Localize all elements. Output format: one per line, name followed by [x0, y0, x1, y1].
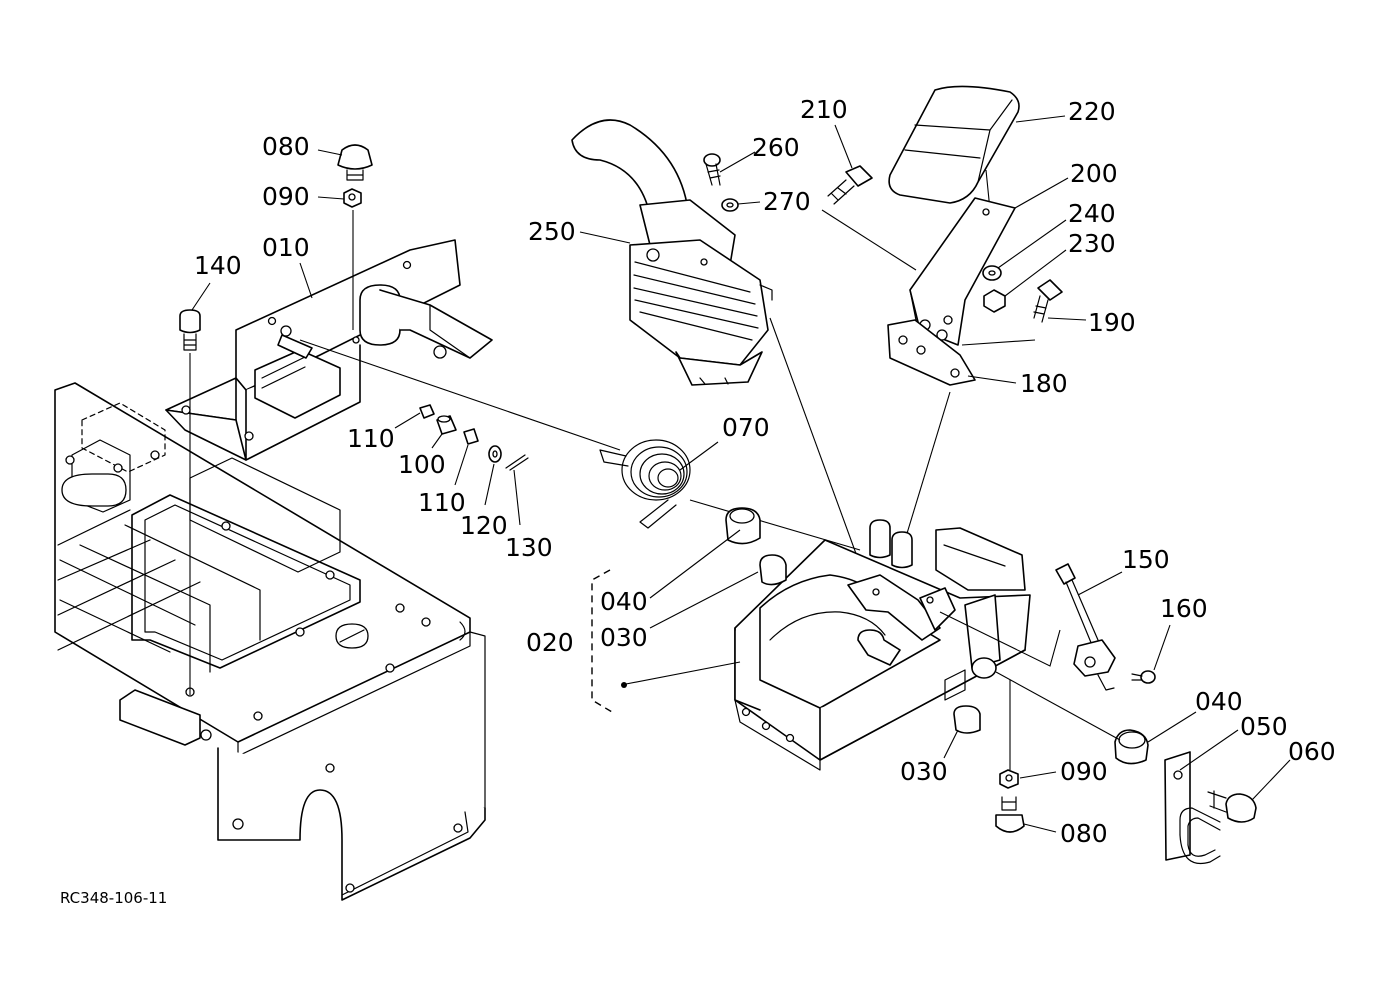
callout-010: 010 [262, 233, 310, 262]
joystick-250 [571, 119, 773, 386]
callout-240: 240 [1068, 199, 1116, 228]
callout-labels: 080 090 010 140 110 100 110 120 130 070 … [194, 95, 1336, 848]
washer-240 [982, 265, 1002, 281]
bolt-260 [703, 153, 721, 186]
bolt-140 [179, 309, 201, 351]
callout-150: 150 [1122, 545, 1170, 574]
callout-080-top: 080 [262, 132, 310, 161]
callout-080-bottom: 080 [1060, 819, 1108, 848]
plate-180 [887, 319, 976, 386]
collar-110-b [463, 428, 479, 445]
bolt-190 [1033, 279, 1063, 323]
callout-220: 220 [1068, 97, 1116, 126]
callout-020: 020 [526, 628, 574, 657]
callout-120: 120 [460, 511, 508, 540]
linkage-150 [1055, 563, 1116, 691]
stopper-080-top [337, 144, 373, 181]
callout-040-right: 040 [1195, 687, 1243, 716]
washer-270 [721, 198, 739, 212]
callout-leaders [191, 115, 1291, 833]
callout-030-left: 030 [600, 623, 648, 652]
collar-110-a [419, 404, 435, 419]
reference-code: RC348-106-11 [60, 889, 167, 907]
callout-060: 060 [1288, 737, 1336, 766]
floor-frame [54, 382, 486, 901]
spring-070 [599, 439, 691, 529]
callout-160: 160 [1160, 594, 1208, 623]
bushing-100 [436, 415, 457, 435]
callout-070: 070 [722, 413, 770, 442]
callout-110-b: 110 [418, 488, 466, 517]
nut-230 [983, 289, 1006, 313]
stopper-080-bottom [995, 796, 1025, 833]
bushing-040-right [1114, 729, 1149, 765]
callout-050: 050 [1240, 712, 1288, 741]
callout-180: 180 [1020, 369, 1068, 398]
callout-230: 230 [1068, 229, 1116, 258]
callout-090-top: 090 [262, 182, 310, 211]
callout-190: 190 [1088, 308, 1136, 337]
callout-040-left: 040 [600, 587, 648, 616]
callout-030-right: 030 [900, 757, 948, 786]
callout-210: 210 [800, 95, 848, 124]
bolt-210 [827, 165, 873, 205]
nut-090-bottom [999, 769, 1019, 789]
callout-250: 250 [528, 217, 576, 246]
washer-120 [488, 445, 502, 463]
callout-130: 130 [505, 533, 553, 562]
bushing-030-left [759, 554, 787, 586]
bolt-060 [1207, 790, 1257, 823]
armrest-pad-220 [888, 85, 1020, 204]
callout-260: 260 [752, 133, 800, 162]
screw-160 [1131, 670, 1156, 684]
bracket-010 [165, 239, 493, 461]
cotter-pin-130 [505, 454, 529, 471]
callout-270: 270 [763, 187, 811, 216]
callout-100: 100 [398, 450, 446, 479]
callout-140: 140 [194, 251, 242, 280]
callout-110-a: 110 [347, 424, 395, 453]
bushing-040-left [725, 507, 761, 545]
nut-090-top [343, 188, 362, 208]
rod-050 [1164, 751, 1221, 864]
housing-020 [734, 519, 1031, 771]
callout-200: 200 [1070, 159, 1118, 188]
group-dot-020 [621, 682, 627, 688]
bushing-030-right [953, 705, 981, 734]
callout-090-bottom: 090 [1060, 757, 1108, 786]
